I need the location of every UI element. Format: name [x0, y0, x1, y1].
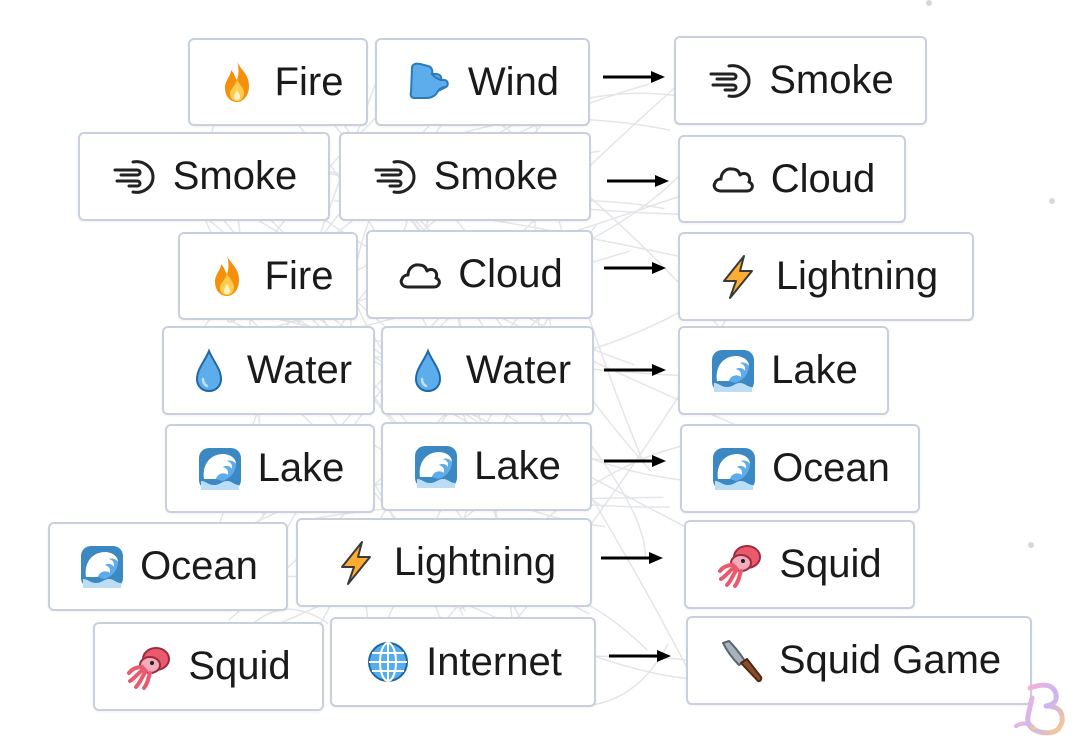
element-label: Fire — [264, 253, 334, 298]
background-dot — [926, 0, 932, 6]
wave-icon — [196, 445, 244, 493]
result-label: Smoke — [769, 58, 894, 102]
element-tile-internet[interactable]: Internet — [330, 617, 596, 707]
wave-icon — [78, 543, 126, 591]
arrow-icon — [607, 175, 669, 187]
wave-icon — [710, 445, 758, 493]
arrow-icon — [604, 364, 666, 376]
knife-icon — [717, 637, 765, 685]
fire-icon — [203, 252, 251, 300]
background-dot — [1049, 198, 1055, 204]
background-dot — [1028, 542, 1034, 548]
squid-icon — [126, 643, 174, 691]
logo-watermark-icon — [1014, 682, 1065, 736]
element-label: Wind — [467, 59, 560, 104]
element-label: Ocean — [140, 544, 258, 588]
arrow-icon — [604, 262, 666, 274]
result-label: Lake — [771, 348, 858, 392]
result-label: Ocean — [772, 446, 890, 490]
element-tile-lake[interactable]: Lake — [165, 424, 375, 513]
lightning-icon — [332, 539, 380, 587]
element-tile-water[interactable]: Water — [381, 326, 594, 415]
element-tile-smoke[interactable]: Smoke — [339, 132, 591, 221]
smoke-icon — [111, 153, 159, 201]
element-tile-smoke[interactable]: Smoke — [78, 132, 330, 221]
element-tile-lake[interactable]: Lake — [381, 422, 592, 511]
smoke-icon — [372, 153, 420, 201]
result-tile-lightning[interactable]: Lightning — [678, 232, 974, 321]
element-label: Fire — [274, 59, 344, 104]
smoke-icon — [707, 57, 755, 105]
water-drop-icon — [404, 347, 452, 395]
cloud-icon — [709, 155, 757, 203]
element-label: Lake — [474, 444, 561, 488]
fire-icon — [213, 58, 261, 106]
element-label: Lake — [257, 446, 345, 490]
element-label: Squid — [188, 644, 291, 688]
element-tile-fire[interactable]: Fire — [188, 38, 368, 126]
result-tile-lake[interactable]: Lake — [678, 326, 889, 415]
element-label: Internet — [426, 639, 562, 684]
result-label: Lightning — [775, 254, 939, 298]
element-tile-lightning[interactable]: Lightning — [296, 518, 592, 607]
cloud-icon — [396, 251, 444, 299]
arrow-icon — [601, 552, 663, 564]
squid-icon — [717, 541, 765, 589]
result-tile-cloud[interactable]: Cloud — [678, 135, 906, 223]
arrow-icon — [604, 455, 666, 467]
wind-icon — [406, 58, 454, 106]
lightning-icon — [714, 253, 762, 301]
result-tile-smoke[interactable]: Smoke — [674, 36, 927, 125]
element-tile-ocean[interactable]: Ocean — [48, 522, 288, 611]
result-tile-squid-game[interactable]: Squid Game — [686, 616, 1032, 705]
element-label: Cloud — [458, 252, 563, 296]
wave-icon — [412, 443, 460, 491]
wave-icon — [709, 347, 757, 395]
element-tile-squid[interactable]: Squid — [93, 622, 324, 711]
arrow-icon — [603, 71, 665, 83]
result-label: Squid — [779, 542, 882, 586]
globe-icon — [364, 638, 412, 686]
element-tile-fire[interactable]: Fire — [178, 232, 358, 320]
element-label: Water — [465, 348, 572, 392]
element-label: Smoke — [433, 154, 559, 198]
element-tile-cloud[interactable]: Cloud — [366, 230, 593, 319]
element-label: Lightning — [393, 540, 557, 584]
element-label: Water — [246, 348, 353, 392]
result-tile-ocean[interactable]: Ocean — [680, 424, 920, 513]
element-label: Smoke — [172, 154, 298, 198]
water-drop-icon — [185, 347, 233, 395]
element-tile-wind[interactable]: Wind — [375, 38, 590, 126]
result-label: Squid Game — [778, 638, 1002, 682]
result-label: Cloud — [770, 156, 876, 201]
element-tile-water[interactable]: Water — [162, 326, 375, 415]
arrow-icon — [609, 650, 671, 662]
result-tile-squid[interactable]: Squid — [684, 520, 915, 609]
